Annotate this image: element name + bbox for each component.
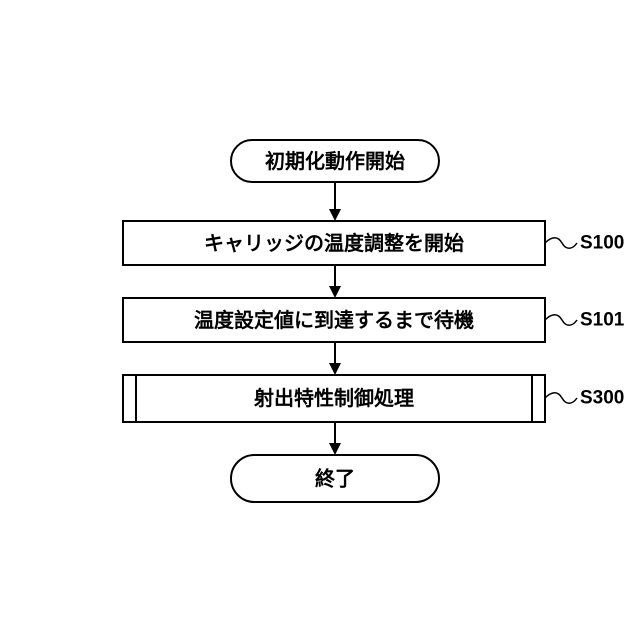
arrow-head xyxy=(329,443,341,455)
arrow-head xyxy=(329,363,341,375)
process-step-s100: キャリッジの温度調整を開始 S100 xyxy=(123,221,624,265)
step-id-s100: S100 xyxy=(580,233,624,254)
arrow-head xyxy=(329,209,341,221)
end-terminator: 終了 xyxy=(231,455,439,502)
leader-line-s300 xyxy=(545,393,577,404)
step-id-s101: S101 xyxy=(580,310,625,331)
process-step-s101: 温度設定値に到達するまで待機 S101 xyxy=(123,298,625,342)
process-label-s300: 射出特性制御処理 xyxy=(253,386,414,410)
step-id-s300: S300 xyxy=(580,388,624,409)
arrow-s101-to-s300 xyxy=(329,342,341,375)
end-label: 終了 xyxy=(315,467,355,491)
start-label: 初期化動作開始 xyxy=(265,149,405,173)
leader-line-s100 xyxy=(545,238,577,249)
leader-line-s101 xyxy=(545,315,577,326)
arrow-head xyxy=(329,286,341,298)
process-label-s101: 温度設定値に到達するまで待機 xyxy=(194,308,474,332)
predefined-process-s300: 射出特性制御処理 S300 xyxy=(123,375,624,422)
start-terminator: 初期化動作開始 xyxy=(231,140,439,182)
arrow-start-to-s100 xyxy=(329,182,341,221)
arrow-s300-to-end xyxy=(329,422,341,455)
arrow-s100-to-s101 xyxy=(329,265,341,298)
process-label-s100: キャリッジの温度調整を開始 xyxy=(204,231,464,255)
